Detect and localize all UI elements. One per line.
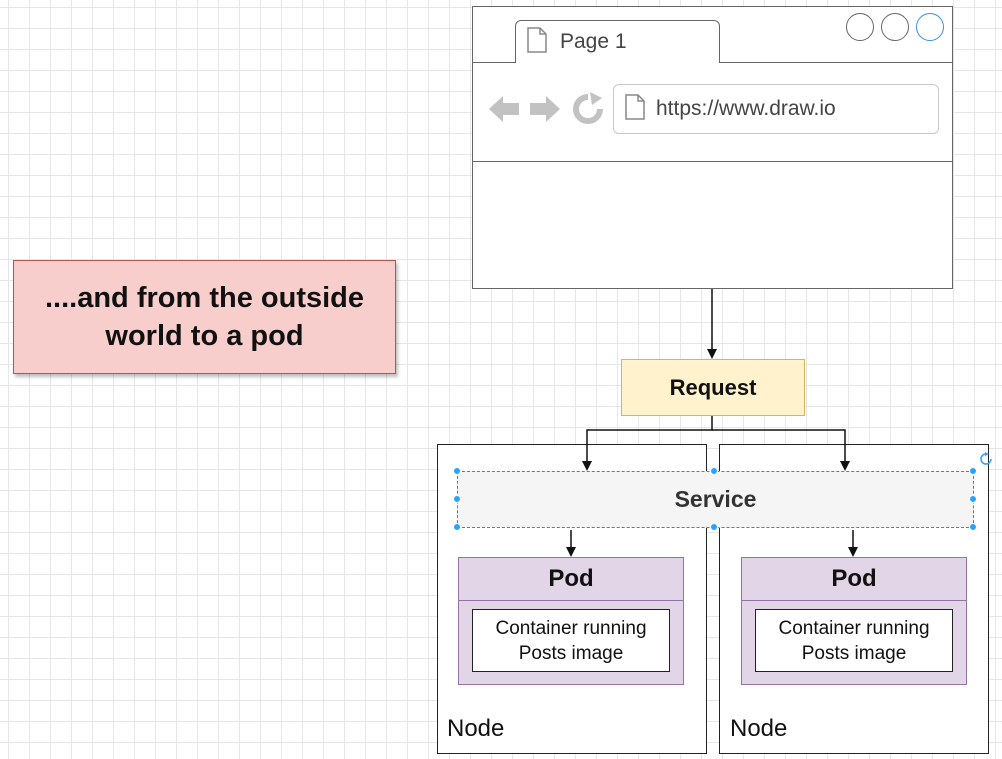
pod-left[interactable]: Pod Container running Posts image: [458, 557, 684, 685]
selection-handle[interactable]: [969, 523, 977, 531]
service-label: Service: [674, 486, 757, 512]
window-minimize-icon[interactable]: [846, 13, 874, 41]
toolbar-divider: [472, 161, 953, 162]
node-label-left: Node: [447, 715, 505, 742]
window-close-icon[interactable]: [916, 13, 944, 41]
callout-line-2: world to a pod: [105, 320, 304, 352]
selection-handle[interactable]: [969, 467, 977, 475]
pod-title: Pod: [742, 558, 966, 601]
selection-handle[interactable]: [453, 467, 461, 475]
pod-title: Pod: [459, 558, 683, 601]
container-box[interactable]: Container running Posts image: [755, 609, 953, 672]
rotate-handle-icon[interactable]: [979, 452, 993, 471]
callout-line-1: ....and from the outside: [44, 282, 364, 314]
container-line-2: Posts image: [518, 642, 624, 664]
page-document-icon: [624, 93, 646, 125]
tab-label: Page 1: [560, 30, 627, 53]
container-line-2: Posts image: [801, 642, 907, 664]
request-label: Request: [669, 374, 757, 400]
selection-handle[interactable]: [453, 495, 461, 503]
request-to-service-arrow-left: [582, 416, 713, 471]
request-to-service-arrow-right: [712, 429, 850, 471]
selection-handle[interactable]: [710, 467, 718, 475]
request-box[interactable]: Request: [621, 359, 805, 416]
browser-tab[interactable]: Page 1: [515, 20, 720, 63]
refresh-icon[interactable]: [571, 92, 605, 131]
url-bar[interactable]: https://www.draw.io: [613, 84, 939, 134]
pod-right[interactable]: Pod Container running Posts image: [741, 557, 967, 685]
container-line-1: Container running: [495, 617, 647, 639]
window-maximize-icon[interactable]: [881, 13, 909, 41]
node-label-right: Node: [730, 715, 788, 742]
selection-handle[interactable]: [453, 523, 461, 531]
document-icon: [526, 26, 548, 58]
forward-arrow-icon[interactable]: [528, 92, 562, 131]
container-box[interactable]: Container running Posts image: [472, 609, 670, 672]
url-text: https://www.draw.io: [656, 97, 836, 120]
selection-handle[interactable]: [710, 523, 718, 531]
back-arrow-icon[interactable]: [487, 92, 521, 131]
title-callout[interactable]: ....and from the outside world to a pod: [13, 260, 396, 374]
container-line-1: Container running: [778, 617, 930, 639]
selection-handle[interactable]: [969, 495, 977, 503]
